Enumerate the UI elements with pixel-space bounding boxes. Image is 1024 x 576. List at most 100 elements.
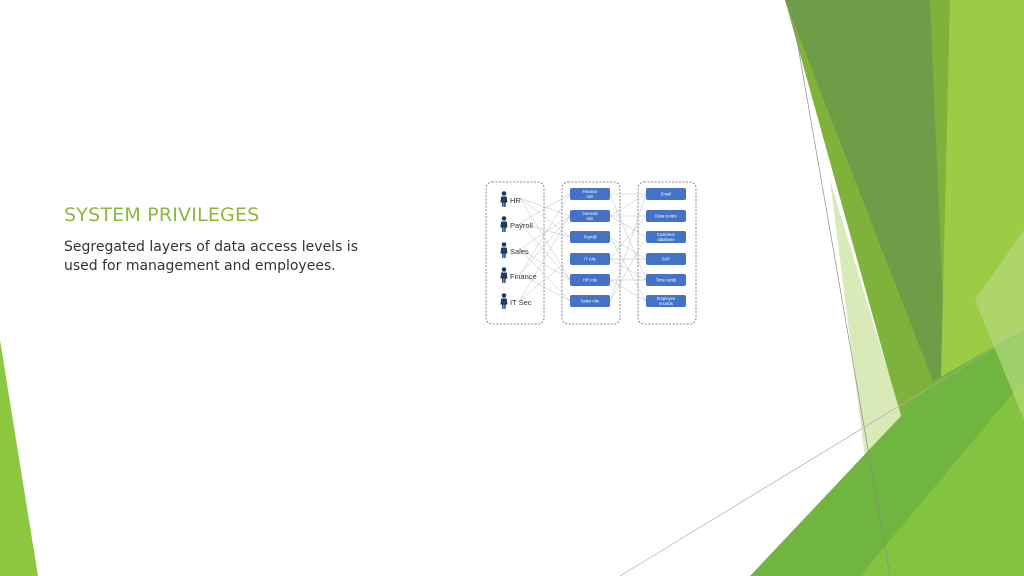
access-link <box>519 215 571 301</box>
person-icon-body <box>500 247 508 258</box>
role-box-shape <box>570 295 610 307</box>
access-link <box>519 273 571 302</box>
thin-diagonal-line-lower <box>619 329 1024 576</box>
system-box: Time cards <box>646 274 686 286</box>
access-link <box>519 193 571 275</box>
diagram-links <box>519 193 647 302</box>
role-box: Sales role <box>570 295 610 307</box>
role-label: Finance <box>583 189 599 194</box>
left-green-facet <box>0 340 38 576</box>
role-label: Payroll <box>584 235 597 240</box>
role-box: Payroll <box>570 231 610 243</box>
access-link <box>519 258 571 301</box>
person-label: IT Sec <box>510 298 532 307</box>
role-box-shape <box>570 231 610 243</box>
person-icon-body <box>500 196 508 207</box>
person-label: HR <box>510 196 521 205</box>
person-it-sec: IT Sec <box>500 293 532 309</box>
access-link <box>519 222 571 238</box>
person-icon <box>501 267 507 272</box>
access-link <box>519 248 571 302</box>
right-highlight-facet <box>975 230 1024 420</box>
person-icon-body <box>500 298 508 309</box>
access-link <box>609 236 647 302</box>
access-link <box>519 215 571 275</box>
role-label: IT role <box>584 257 596 262</box>
role-box: IT role <box>570 253 610 265</box>
access-link <box>519 197 571 238</box>
system-box-shape <box>646 210 686 222</box>
access-link <box>609 193 647 281</box>
system-label: Email <box>661 192 672 197</box>
system-box: Data centre <box>646 210 686 222</box>
slide-subtitle: Segregated layers of data access levels … <box>64 239 358 274</box>
role-box-shape <box>570 253 610 265</box>
column-frame <box>561 181 621 325</box>
system-label: SAP <box>662 257 671 262</box>
access-link <box>609 279 647 302</box>
system-box: SAP <box>646 253 686 265</box>
access-link <box>609 258 647 281</box>
access-link <box>519 193 571 224</box>
system-box: Email <box>646 188 686 200</box>
system-box-shape <box>646 274 686 286</box>
person-payroll: Payroll <box>500 216 533 232</box>
system-box-shape <box>646 295 686 307</box>
person-icon <box>501 216 507 221</box>
person-label: Finance <box>510 272 537 281</box>
slide-title: SYSTEM PRIVILEGES <box>64 204 260 226</box>
system-box-shape <box>646 253 686 265</box>
role-label: role <box>587 216 595 221</box>
person-label: Payroll <box>510 221 533 230</box>
system-label: database <box>657 237 675 242</box>
person-icon <box>501 191 507 196</box>
access-link <box>519 248 571 281</box>
bottom-right-facet <box>860 380 1024 576</box>
access-link <box>609 215 647 260</box>
person-label: Sales <box>510 247 529 256</box>
access-link <box>609 193 647 217</box>
access-link <box>519 197 571 217</box>
system-box-shape <box>646 188 686 200</box>
access-link <box>519 197 571 281</box>
access-link <box>609 193 647 302</box>
person-hr: HR <box>500 191 521 207</box>
system-label: Customer <box>657 232 676 237</box>
role-box-shape <box>570 188 610 200</box>
column-frame <box>637 181 697 325</box>
person-icon-body <box>500 272 508 283</box>
system-box-shape <box>646 231 686 243</box>
person-icon <box>501 293 507 298</box>
role-label: role <box>587 194 595 199</box>
access-link <box>519 222 571 281</box>
diagram-containers <box>485 181 697 325</box>
access-link <box>519 215 571 250</box>
role-label: General <box>583 211 598 216</box>
role-box-shape <box>570 210 610 222</box>
role-label: Sales role <box>581 299 600 304</box>
access-link <box>609 215 647 238</box>
person-finance: Finance <box>500 267 537 283</box>
column-frame <box>485 181 545 325</box>
role-box-shape <box>570 274 610 286</box>
person-sales: Sales <box>500 242 529 258</box>
system-label: Time cards <box>656 278 677 283</box>
system-label: records <box>659 301 673 306</box>
role-box: HR role <box>570 274 610 286</box>
right-dark-facet <box>785 0 948 420</box>
person-icon-body <box>500 221 508 232</box>
role-label: HR role <box>583 278 598 283</box>
thin-diagonal-line <box>789 0 891 576</box>
system-label: Employee <box>657 296 676 301</box>
person-icon <box>501 242 507 247</box>
system-label: Data centre <box>655 214 677 219</box>
